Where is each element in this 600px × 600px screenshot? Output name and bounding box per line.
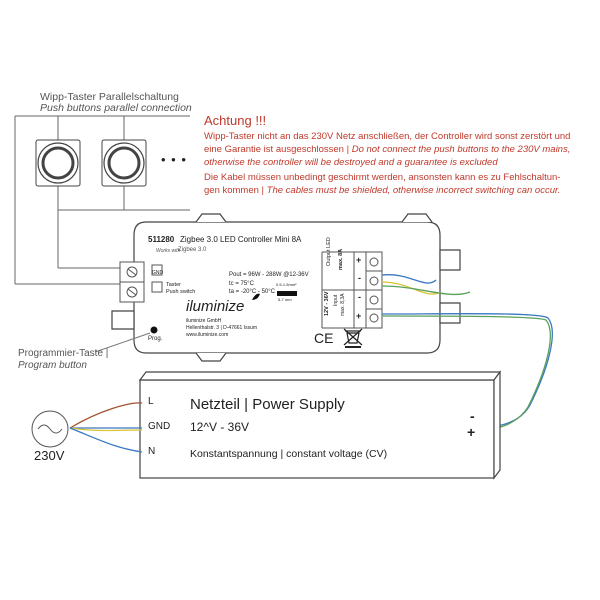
warning-line-2-de: eine Garantie ist ausgeschlossen |	[204, 144, 352, 155]
push-switch-label: Push switch	[166, 289, 196, 295]
ce-mark: CE	[314, 330, 334, 346]
company-name: iluminize GmbH	[186, 318, 222, 324]
controller-model-number: 511280	[148, 235, 175, 244]
power-supply-cv: Konstantspannung | constant voltage (CV)	[190, 448, 388, 460]
controller-housing	[111, 213, 461, 362]
program-button-dot	[150, 326, 158, 334]
warning-line-4: Die Kabel müssen unbedingt geschirmt wer…	[204, 172, 561, 183]
ta-spec: ta = -20°C - 50°C	[229, 289, 275, 295]
brand-logo-leaf	[252, 293, 260, 300]
company-address: Hellenthalstr. 3 | D-47661 Issum	[186, 325, 258, 331]
warning-line-2-en: Do not connect the push buttons to the 2…	[351, 144, 571, 155]
warning-line-5-en: The cables must be shielded, otherwise i…	[266, 185, 561, 196]
controller-name: Zigbee 3.0 LED Controller Mini 8A	[180, 235, 302, 244]
output-wires	[381, 274, 553, 429]
terminal-gnd-label: GND	[148, 421, 171, 432]
supply-plus-sign: +	[467, 424, 476, 440]
warning-line-5-de: gen kommen |	[204, 185, 267, 196]
ac-source-icon	[31, 410, 69, 448]
push-button-1	[35, 139, 81, 187]
output-minus-sign: -	[358, 273, 361, 283]
input-minus-sign: -	[358, 292, 361, 302]
output-plus-sign: +	[356, 255, 362, 265]
power-supply-title: Netzteil | Power Supply	[190, 396, 345, 413]
program-button-label-de: Programmier-Taste |	[18, 348, 109, 359]
input-label: Input	[333, 294, 339, 306]
program-button-label-en: Program button	[18, 360, 87, 371]
mains-voltage-label: 230V	[34, 448, 65, 463]
zigbee-label: Zigbee 3.0	[178, 247, 207, 253]
push-buttons-title-de: Wipp-Taster Parallelschaltung	[40, 91, 179, 103]
input-voltage-label: 12V - 36V	[324, 291, 330, 316]
strip-spec-label: 0.5-1.5mm²	[276, 282, 297, 287]
push-buttons-title-en: Push buttons parallel connection	[40, 102, 192, 114]
brand-logo: iluminize	[186, 298, 245, 315]
gnd-terminal-label: GND	[152, 270, 164, 276]
push-button-2	[101, 139, 147, 187]
warning-heading: Achtung !!!	[204, 113, 267, 128]
more-buttons-ellipsis: • • •	[161, 152, 187, 167]
prog-label: Prog.	[148, 336, 163, 342]
supply-minus-sign: -	[470, 408, 475, 424]
weee-bin-icon	[343, 328, 363, 348]
output-led-label: Output LED	[326, 237, 332, 266]
tc-spec: tc = 75°C	[229, 281, 254, 287]
power-supply-voltage: 12^V - 36V	[190, 420, 249, 434]
power-supply-box	[138, 370, 502, 480]
power-output-spec: Pout = 96W - 288W @12-36V	[229, 272, 309, 278]
input-plus-sign: +	[356, 311, 362, 321]
strip-length-label: 5-7 mm	[278, 297, 292, 302]
taster-label: Taster	[166, 282, 181, 288]
warning-line-5: gen kommen | The cables must be shielded…	[204, 185, 560, 196]
warning-line-2: eine Garantie ist ausgeschlossen | Do no…	[204, 144, 570, 155]
input-terminal-block	[119, 261, 163, 303]
terminal-l-label: L	[148, 396, 154, 407]
strip-length-graphic	[277, 291, 297, 296]
warning-line-3: otherwise the controller will be destroy…	[204, 157, 498, 168]
input-max-label: max. 8,3A	[340, 293, 346, 316]
works-with-label: Works with	[156, 248, 181, 254]
terminal-n-label: N	[148, 446, 156, 457]
push-button-wiring	[14, 115, 190, 285]
mains-wires	[69, 402, 143, 453]
output-terminal-block	[321, 251, 383, 329]
output-max-label: max. 8A	[338, 248, 344, 270]
warning-line-1: Wipp-Taster nicht an das 230V Netz ansch…	[204, 131, 571, 142]
company-website: www.iluminize.com	[186, 332, 229, 338]
